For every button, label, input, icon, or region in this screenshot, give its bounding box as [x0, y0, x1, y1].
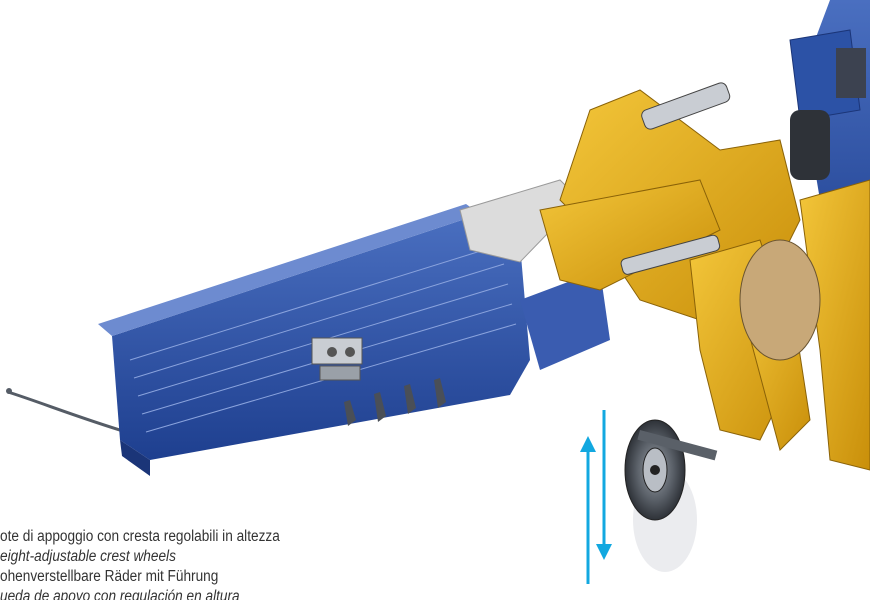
- caption-german: ohenverstellbare Räder mit Führung: [0, 568, 219, 585]
- wheel-captions: ote di appoggio con cresta regolabili in…: [0, 527, 458, 600]
- caption-italian: ote di appoggio con cresta regolabili in…: [0, 528, 280, 545]
- blue-hopper: [98, 179, 610, 476]
- yellow-frame: [539, 89, 870, 471]
- caption-english: eight-adjustable crest wheels: [0, 548, 176, 565]
- hopper-clamp: [311, 337, 363, 381]
- crest-wheel: [624, 419, 718, 572]
- height-adjust-arrow: [580, 410, 612, 584]
- caption-spanish: ueda de apoyo con regulación en altura: [0, 588, 240, 600]
- hydraulic-cylinders: [620, 82, 830, 275]
- rear-disk: [739, 239, 821, 361]
- tines: [344, 378, 446, 426]
